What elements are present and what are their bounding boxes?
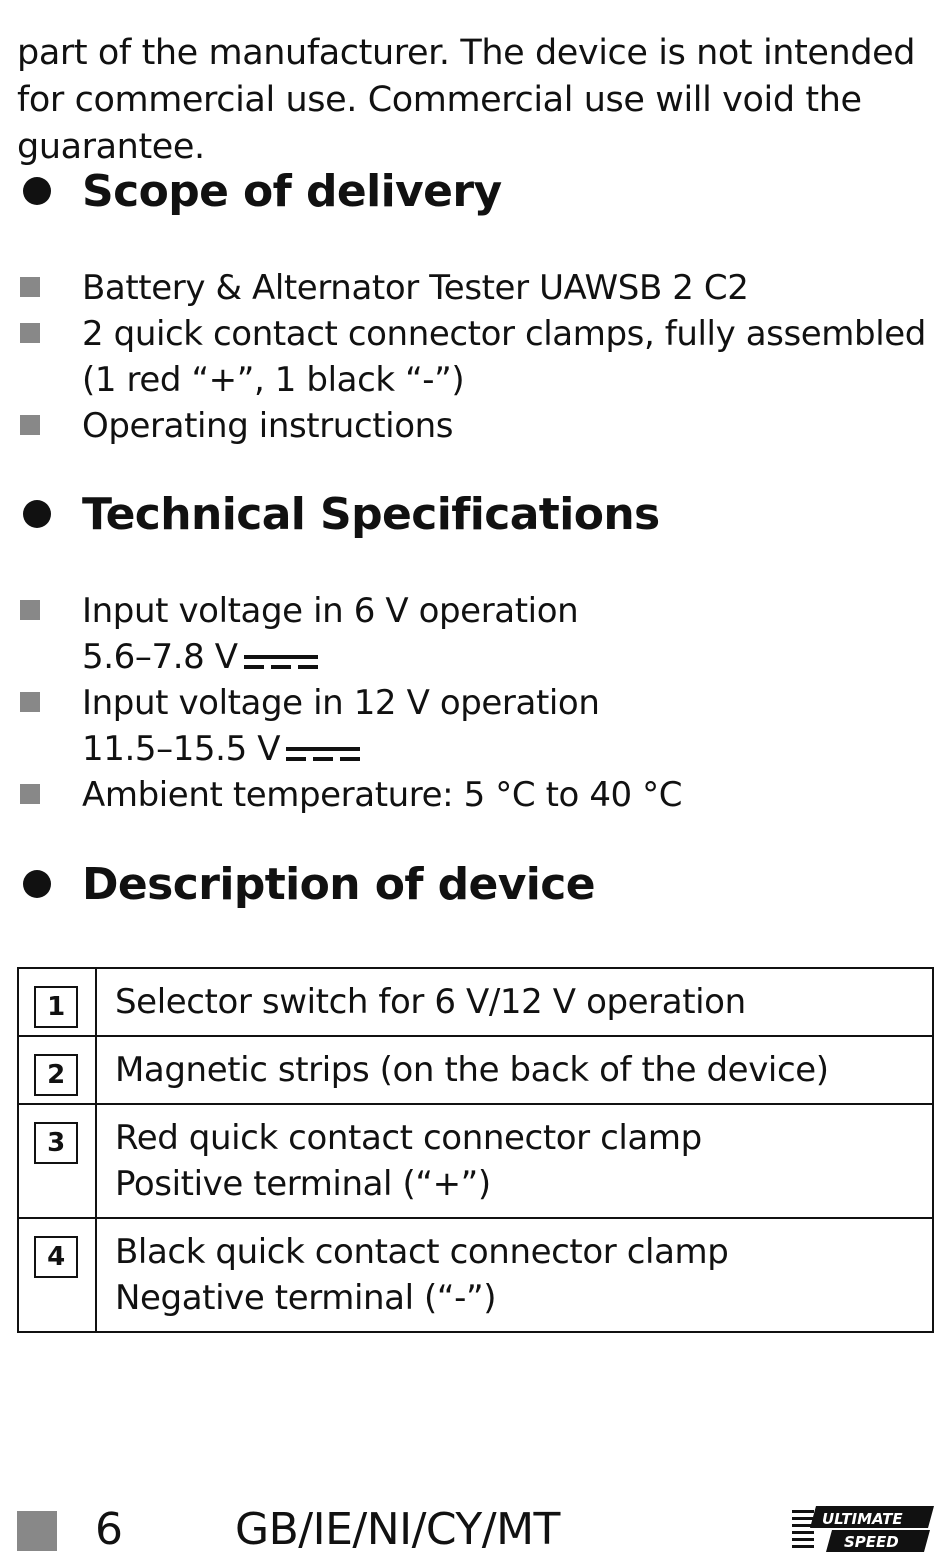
section-heading-scope: Scope of delivery	[17, 163, 502, 219]
number-cell: 4	[17, 1217, 97, 1333]
table-row: 2 Magnetic strips (on the back of the de…	[17, 1035, 934, 1105]
country-codes: GB/IE/NI/CY/MT	[235, 1504, 560, 1555]
direct-current-symbol-icon	[286, 747, 361, 761]
ultimate-speed-logo-icon: ULTIMATE SPEED	[792, 1506, 934, 1552]
voltage-range: 11.5–15.5 V	[82, 729, 281, 769]
list-item-text: Ambient temperature: 5 °C to 40 °C	[82, 775, 683, 815]
list-item-text: 2 quick contact connector clamps, fully …	[82, 314, 926, 354]
list-item: Battery & Alternator Tester UAWSB 2 C2	[17, 265, 942, 311]
list-item-text: Input voltage in 6 V operation	[82, 591, 579, 631]
section-heading-description: Description of device	[17, 856, 596, 912]
number-cell: 2	[17, 1035, 97, 1105]
list-item-value-line: 5.6–7.8 V	[82, 634, 942, 680]
section-heading-text: Technical Specifications	[82, 488, 660, 540]
device-description-table: 1 Selector switch for 6 V/12 V operation…	[17, 967, 934, 1333]
list-item-text-continued: (1 red “+”, 1 black “-”)	[82, 360, 465, 400]
list-item-text: Battery & Alternator Tester UAWSB 2 C2	[82, 268, 749, 308]
description-text: Selector switch for 6 V/12 V operation	[115, 982, 746, 1022]
part-number-badge: 2	[34, 1054, 78, 1096]
footer-square-icon	[17, 1511, 57, 1551]
square-bullet-icon	[20, 323, 40, 343]
page-footer: 6 GB/IE/NI/CY/MT ULTIMATE SPEED	[17, 1502, 934, 1558]
list-item-text: Input voltage in 12 V operation	[82, 683, 600, 723]
bullet-dot-icon	[23, 870, 51, 898]
description-text-continued: Positive terminal (“+”)	[115, 1164, 491, 1204]
description-text: Red quick contact connector clamp	[115, 1118, 702, 1158]
part-number-badge: 3	[34, 1122, 78, 1164]
scope-list: Battery & Alternator Tester UAWSB 2 C2 2…	[17, 265, 942, 449]
logo-text-ultimate: ULTIMATE	[822, 1510, 903, 1528]
direct-current-symbol-icon	[243, 655, 318, 669]
intro-paragraph: part of the manufacturer. The device is …	[17, 33, 916, 167]
logo-text-speed: SPEED	[844, 1533, 899, 1551]
description-text: Magnetic strips (on the back of the devi…	[115, 1050, 829, 1090]
part-number-badge: 4	[34, 1236, 78, 1278]
number-cell: 3	[17, 1103, 97, 1219]
section-heading-specs: Technical Specifications	[17, 486, 660, 542]
list-item-value-line: 11.5–15.5 V	[82, 726, 942, 772]
list-item: Input voltage in 12 V operation 11.5–15.…	[17, 680, 942, 772]
square-bullet-icon	[20, 692, 40, 712]
voltage-range: 5.6–7.8 V	[82, 637, 238, 677]
table-row: 3 Red quick contact connector clamp Posi…	[17, 1103, 934, 1219]
table-row: 1 Selector switch for 6 V/12 V operation	[17, 967, 934, 1037]
list-item-text: Operating instructions	[82, 406, 454, 446]
square-bullet-icon	[20, 277, 40, 297]
square-bullet-icon	[20, 415, 40, 435]
part-number-badge: 1	[34, 986, 78, 1028]
list-item: Input voltage in 6 V operation 5.6–7.8 V	[17, 588, 942, 680]
description-cell: Magnetic strips (on the back of the devi…	[95, 1035, 934, 1105]
table-row: 4 Black quick contact connector clamp Ne…	[17, 1217, 934, 1333]
bullet-dot-icon	[23, 177, 51, 205]
number-cell: 1	[17, 967, 97, 1037]
section-heading-text: Description of device	[82, 858, 596, 910]
list-item: 2 quick contact connector clamps, fully …	[17, 311, 942, 403]
description-cell: Black quick contact connector clamp Nega…	[95, 1217, 934, 1333]
bullet-dot-icon	[23, 500, 51, 528]
description-text-continued: Negative terminal (“-”)	[115, 1278, 497, 1318]
square-bullet-icon	[20, 600, 40, 620]
description-cell: Red quick contact connector clamp Positi…	[95, 1103, 934, 1219]
description-text: Black quick contact connector clamp	[115, 1232, 729, 1272]
specs-list: Input voltage in 6 V operation 5.6–7.8 V…	[17, 588, 942, 818]
description-cell: Selector switch for 6 V/12 V operation	[95, 967, 934, 1037]
list-item: Ambient temperature: 5 °C to 40 °C	[17, 772, 942, 818]
section-heading-text: Scope of delivery	[82, 165, 502, 217]
page-number: 6	[95, 1504, 123, 1555]
list-item: Operating instructions	[17, 403, 942, 449]
square-bullet-icon	[20, 784, 40, 804]
